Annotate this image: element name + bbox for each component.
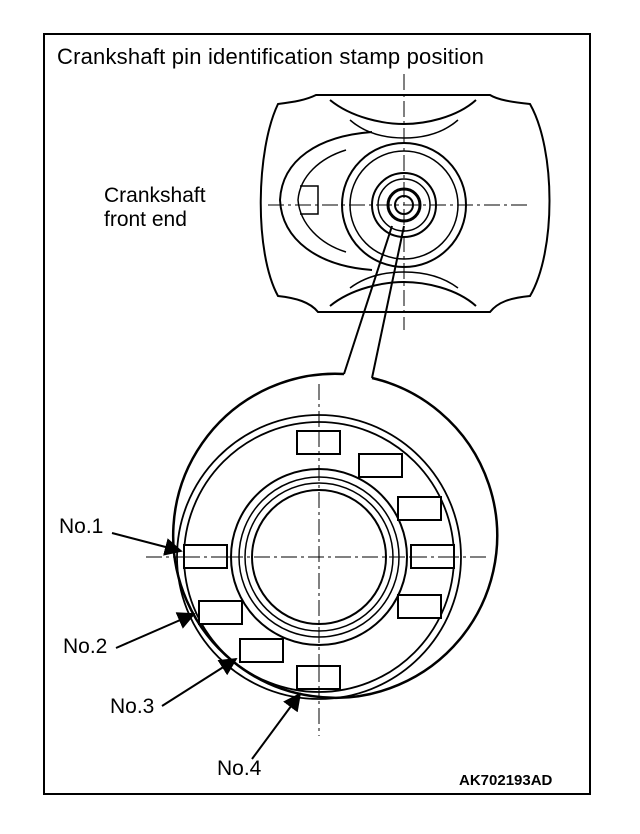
figure-title: Crankshaft pin identification stamp posi…	[57, 44, 485, 69]
crankshaft-front-view	[259, 94, 551, 313]
zoom-funnel	[343, 225, 405, 379]
callout-no2: No.2	[63, 635, 108, 658]
callout-arrows	[111, 532, 302, 760]
stamp-box-9	[397, 594, 442, 619]
arrow-no3	[161, 658, 238, 707]
figure-frame	[43, 33, 591, 795]
stamp-box-7	[397, 496, 442, 521]
arrow-no4	[251, 692, 302, 760]
callout-no3: No.3	[110, 695, 155, 718]
stamp-box-no2	[198, 600, 243, 625]
front-label-line1: Crankshaft	[104, 184, 206, 207]
callout-no4: No.4	[217, 757, 262, 780]
figure-code: AK702193AD	[459, 772, 553, 789]
crankshaft-front-end-label: Crankshaft front end	[104, 184, 206, 232]
enlarged-pin-view	[171, 372, 499, 700]
stamp-box-no3	[239, 638, 284, 663]
upper-center-lines	[268, 74, 528, 330]
arrow-no1	[111, 532, 183, 556]
callout-no1: No.1	[59, 515, 104, 538]
front-label-line2: front end	[104, 208, 187, 231]
arrow-no2	[115, 612, 196, 649]
stamp-box-6	[358, 453, 403, 478]
